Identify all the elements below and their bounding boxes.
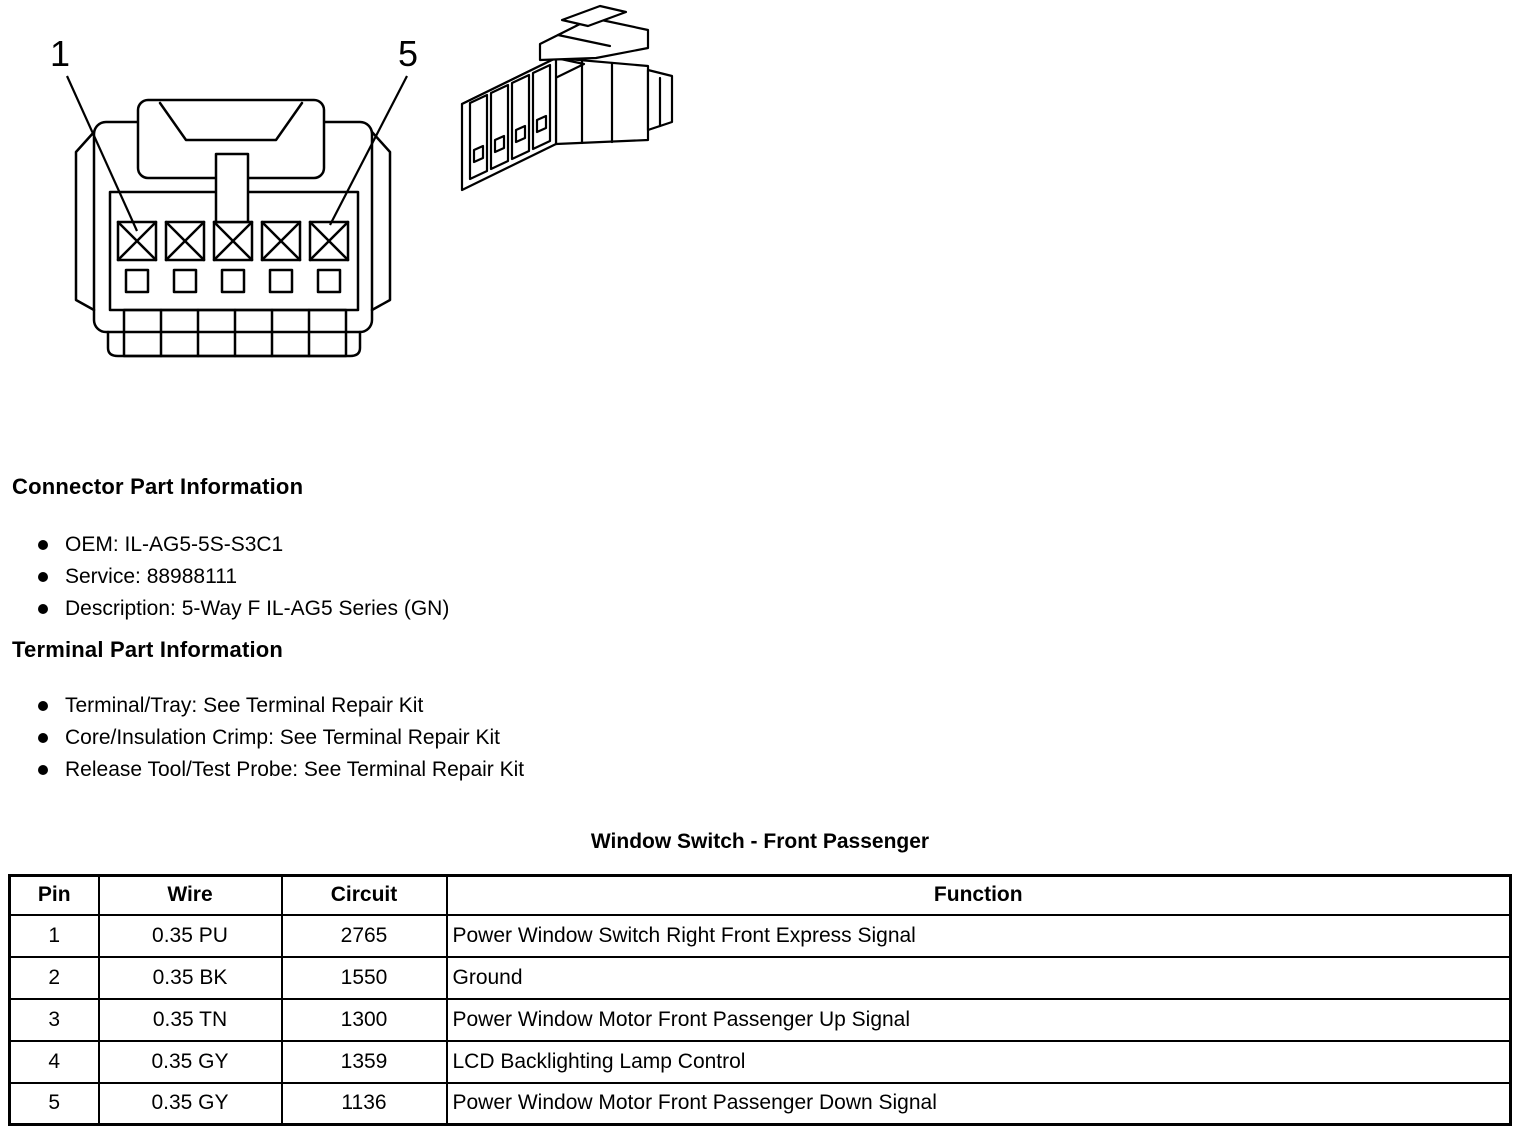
connector-face-view (74, 98, 392, 358)
circuit-cell: 1550 (280, 955, 448, 1000)
wire-cell: 0.35 BK (97, 955, 283, 1000)
pin-1-leader-line (65, 75, 139, 232)
list-item-service: Service: 88988111 (12, 561, 449, 593)
terminal-part-info-list: Terminal/Tray: See Terminal Repair Kit C… (12, 690, 524, 786)
lock-window (268, 268, 294, 294)
iso-terminal-window (535, 114, 548, 134)
wire-cell: 0.35 PU (97, 913, 283, 958)
connector-diagram-svg: 1 5 (50, 4, 674, 358)
terminal-cavity-2 (164, 220, 206, 262)
pin-cell: 3 (8, 997, 100, 1042)
table-title: Window Switch - Front Passenger (590, 830, 930, 853)
bullet-icon (38, 604, 48, 614)
wire-cell: 0.35 TN (97, 997, 283, 1042)
connector-part-info-list: OEM: IL-AG5-5S-S3C1 Service: 88988111 De… (12, 529, 449, 625)
lock-window (172, 268, 198, 294)
terminal-cavity-4 (260, 220, 302, 262)
table-row: 5 0.35 GY 1136 Power Window Motor Front … (8, 1081, 1512, 1126)
circuit-cell: 2765 (280, 913, 448, 958)
list-item-text: Terminal/Tray: See Terminal Repair Kit (65, 694, 424, 717)
pin-cell: 2 (8, 955, 100, 1000)
lock-window (316, 268, 342, 294)
function-cell: Power Window Switch Right Front Express … (445, 913, 1512, 958)
pinout-table: Pin Wire Circuit Function 1 0.35 PU 2765… (8, 874, 1512, 1126)
bullet-icon (38, 765, 48, 775)
bullet-icon (38, 733, 48, 743)
pin-1-label: 1 (50, 33, 70, 74)
iso-latch-strap (560, 4, 628, 28)
col-header-circuit: Circuit (280, 874, 448, 916)
housing-left-ear (74, 130, 96, 312)
list-item-core-insulation: Core/Insulation Crimp: See Terminal Repa… (12, 722, 524, 754)
bullet-icon (38, 701, 48, 711)
pin-callouts: 1 5 (50, 33, 418, 232)
table-row: 2 0.35 BK 1550 Ground (8, 955, 1512, 1000)
iso-terminal-window (493, 134, 506, 154)
list-item-description: Description: 5-Way F IL-AG5 Series (GN) (12, 593, 449, 625)
function-cell: LCD Backlighting Lamp Control (445, 1039, 1512, 1084)
iso-latch-line (556, 33, 612, 48)
pin-5-label: 5 (398, 33, 418, 74)
pin-cell: 5 (8, 1081, 100, 1126)
col-header-wire: Wire (97, 874, 283, 916)
latch-stem (214, 152, 250, 224)
terminal-cavity-1 (116, 220, 158, 262)
connector-part-info-heading: Connector Part Information (12, 474, 304, 499)
latch-tower-detail (158, 101, 304, 142)
list-item-release-tool: Release Tool/Test Probe: See Terminal Re… (12, 754, 524, 786)
list-item-text: Core/Insulation Crimp: See Terminal Repa… (65, 726, 500, 749)
list-item-text: OEM: IL-AG5-5S-S3C1 (65, 533, 284, 556)
list-item-terminal-tray: Terminal/Tray: See Terminal Repair Kit (12, 690, 524, 722)
lock-window (124, 268, 150, 294)
list-item-text: Description: 5-Way F IL-AG5 Series (GN) (65, 597, 450, 620)
iso-terminal-window (514, 124, 527, 144)
col-header-function: Function (445, 874, 1512, 916)
list-item-oem: OEM: IL-AG5-5S-S3C1 (12, 529, 449, 561)
function-cell: Power Window Motor Front Passenger Up Si… (445, 997, 1512, 1042)
bullet-icon (38, 540, 48, 550)
terminal-part-info-heading: Terminal Part Information (12, 637, 284, 662)
iso-terminal-window (472, 144, 485, 164)
table-row: 1 0.35 PU 2765 Power Window Switch Right… (8, 913, 1512, 958)
wire-cell: 0.35 GY (97, 1039, 283, 1084)
housing-right-ear (370, 130, 392, 312)
table-row: 4 0.35 GY 1359 LCD Backlighting Lamp Con… (8, 1039, 1512, 1084)
col-header-pin: Pin (8, 874, 100, 916)
pin-cell: 4 (8, 1039, 100, 1084)
lock-window (220, 268, 246, 294)
connector-isometric-view (460, 4, 674, 192)
wire-cell: 0.35 GY (97, 1081, 283, 1126)
circuit-cell: 1359 (280, 1039, 448, 1084)
pin-5-leader-line (329, 75, 408, 226)
circuit-cell: 1300 (280, 997, 448, 1042)
function-cell: Ground (445, 955, 1512, 1000)
function-cell: Power Window Motor Front Passenger Down … (445, 1081, 1512, 1126)
circuit-cell: 1136 (280, 1081, 448, 1126)
list-item-text: Service: 88988111 (65, 565, 238, 588)
connector-diagrams: 1 5 (10, 4, 730, 404)
iso-terminal-slot (531, 63, 552, 151)
iso-terminal-slot (489, 83, 510, 171)
iso-terminal-slot (468, 93, 489, 181)
pin-cell: 1 (8, 913, 100, 958)
iso-terminal-slot (510, 73, 531, 161)
list-item-text: Release Tool/Test Probe: See Terminal Re… (65, 758, 525, 781)
table-header-row: Pin Wire Circuit Function (8, 874, 1512, 916)
table-row: 3 0.35 TN 1300 Power Window Motor Front … (8, 997, 1512, 1042)
terminal-cavity-5 (308, 220, 350, 262)
bullet-icon (38, 572, 48, 582)
